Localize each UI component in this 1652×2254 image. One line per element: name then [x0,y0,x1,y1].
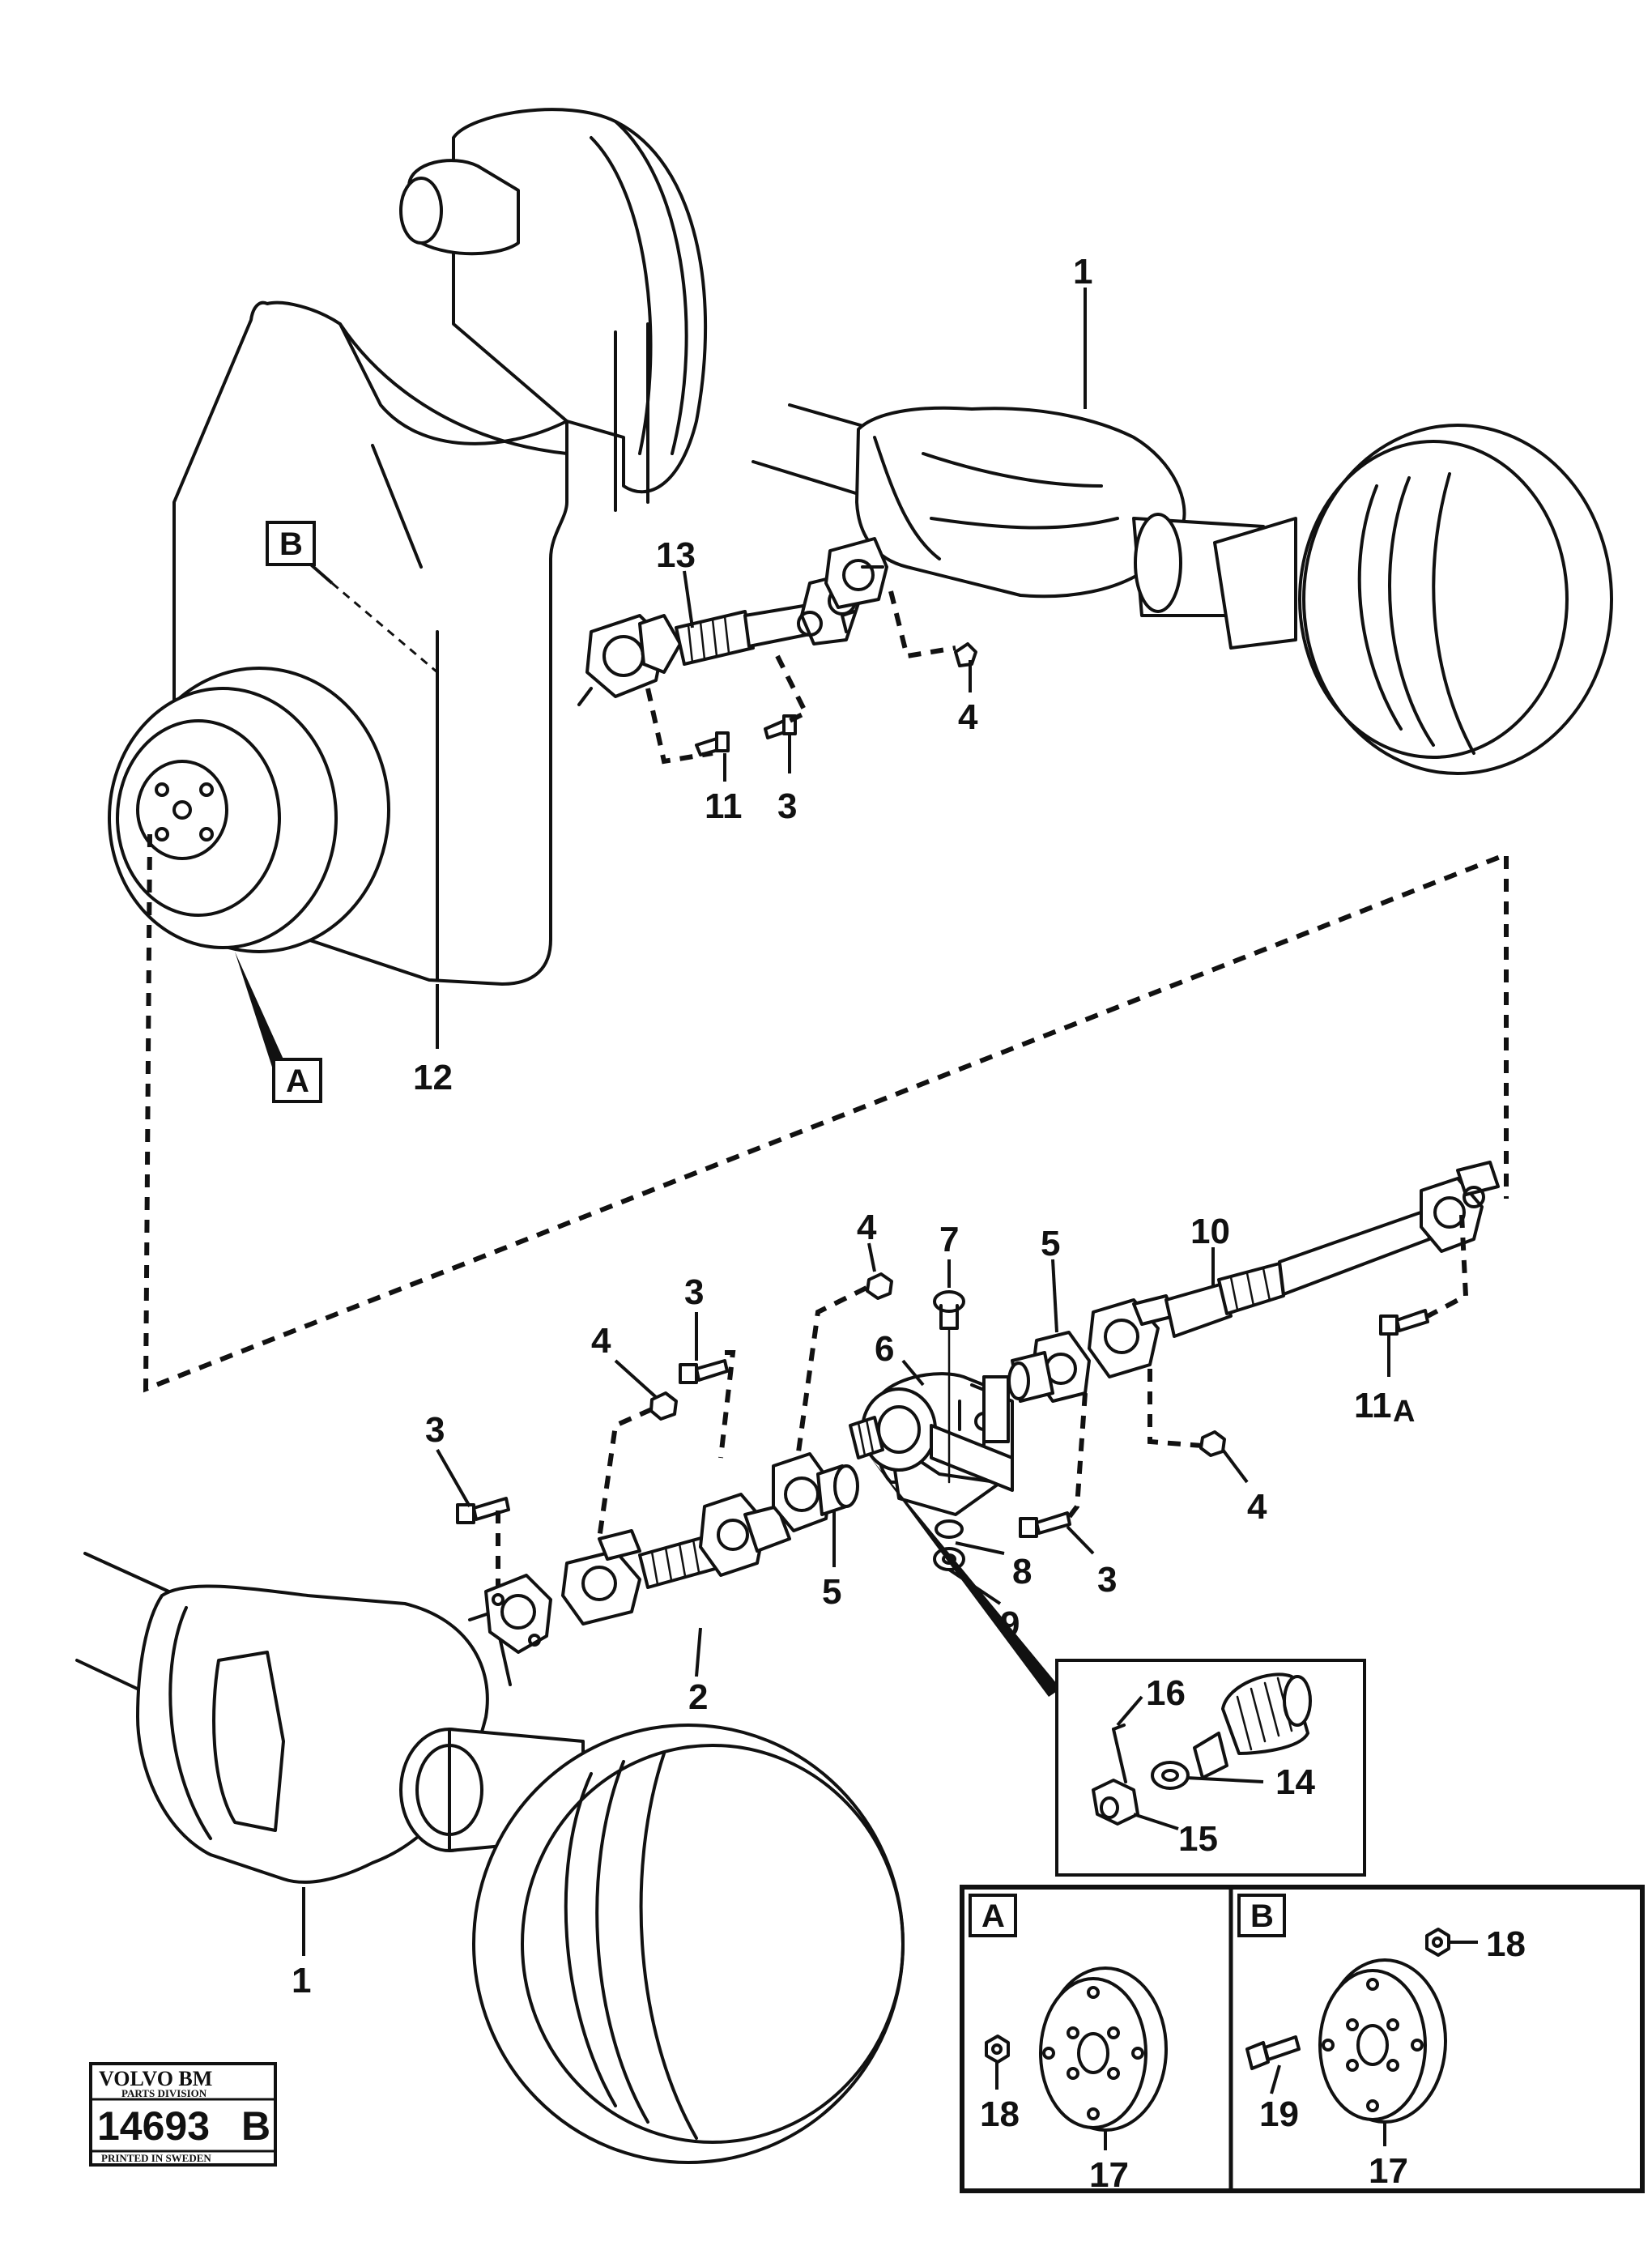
top-propshaft [577,537,888,706]
leader-lines [302,288,1478,2150]
detail-inset-shaft [1055,1659,1366,1877]
top-bolts [695,642,977,756]
label-4-right: 4 [1247,1487,1267,1527]
front-axle-bottom [75,1552,905,2164]
stamp-division: PARTS DIVISION [121,2087,207,2099]
callout-b-letter: B [279,526,303,562]
stamp-footer: PRINTED IN SWEDEN [101,2152,211,2164]
part-labels: 1 13 4 11 3 12 10 11 A 7 5 4 6 3 4 3 2 5… [292,252,1526,2195]
detail-a-flange [985,1966,1168,2132]
top-dashed-links [645,590,956,765]
label-6: 6 [875,1329,894,1369]
label-11-top: 11 [705,786,743,826]
label-3-left: 3 [425,1410,445,1450]
label-14: 14 [1275,1762,1315,1802]
callout-a: A [272,1058,322,1103]
label-1-bottom: 1 [292,1961,311,2000]
stamp-number: 14693 [97,2103,210,2149]
label-1-top: 1 [1073,252,1092,292]
stamp-brand: VOLVO BM [99,2067,212,2090]
callout-a-letter: A [286,1063,309,1099]
stamp-revision: B [241,2103,270,2149]
rear-axle-top [751,403,1613,775]
label-7: 7 [939,1220,959,1259]
bolt-7 [933,1290,965,1484]
label-5-left: 5 [822,1572,841,1612]
label-15: 15 [1178,1819,1218,1859]
engine-housing [108,108,708,986]
label-3-mid: 3 [684,1272,704,1312]
label-18-a: 18 [980,2094,1020,2134]
label-11a-number: 11 [1354,1386,1392,1425]
label-10: 10 [1190,1212,1230,1251]
detail-box-frame [960,1885,1645,2193]
detail-b-letter: B [1250,1898,1274,1934]
main-dashed-connector [143,833,1509,1393]
label-12: 12 [413,1058,453,1097]
label-18-b: 18 [1486,1924,1526,1964]
label-11a-suffix: A [1393,1395,1415,1429]
label-9: 9 [1000,1604,1020,1644]
label-3-top: 3 [777,786,797,826]
transfer-gearbox [849,1372,1014,1516]
label-4-mid-right: 4 [857,1208,877,1247]
callout-a-pointer [235,952,292,1082]
label-16: 16 [1146,1673,1186,1713]
detail-b-flange [1245,1928,1450,2124]
right-shaft [1007,1161,1500,1403]
volvo-bm-stamp: VOLVO BM PARTS DIVISION 14693 B PRINTED … [89,2062,277,2167]
label-8: 8 [1012,1552,1032,1591]
detail-a-letter: A [981,1898,1005,1934]
label-17-a: 17 [1089,2155,1129,2195]
label-19: 19 [1259,2094,1299,2134]
label-17-b: 17 [1369,2151,1408,2191]
lower-dashed-links [496,1214,1469,1587]
label-5-right: 5 [1041,1224,1060,1263]
detail-b-tag: B [1237,1894,1286,1937]
detail-pointer [871,1458,1061,1697]
label-3-right: 3 [1097,1560,1117,1600]
callout-b: B [266,521,316,566]
lower-propshaft [484,1452,859,1654]
label-13: 13 [656,535,696,575]
label-4-top: 4 [958,697,978,737]
label-2: 2 [688,1677,708,1717]
label-4-mid: 4 [591,1321,611,1361]
detail-a-tag: A [969,1894,1017,1937]
